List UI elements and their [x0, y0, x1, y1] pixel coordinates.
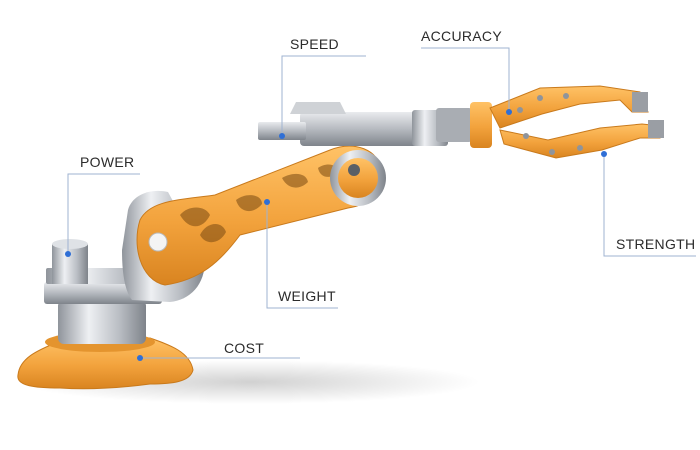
power-cylinder — [52, 244, 88, 284]
label-power: POWER — [80, 154, 135, 170]
lower-finger-tip — [648, 120, 664, 138]
gripper-lower-finger — [499, 123, 661, 159]
callout-dot-weight — [264, 199, 270, 205]
callout-line-power — [67, 173, 140, 254]
forearm-cap — [290, 102, 346, 114]
power-cylinder-top — [52, 239, 88, 249]
gripper-upper-finger — [489, 85, 649, 129]
callout-dot-speed — [279, 133, 285, 139]
label-strength: STRENGTH — [616, 236, 696, 252]
gripper-bolts — [517, 93, 583, 155]
forearm-tube — [300, 112, 440, 146]
base-column — [58, 300, 146, 344]
callout-dot-accuracy — [506, 109, 512, 115]
upper-finger-tip — [632, 92, 648, 112]
callout-line-accuracy — [421, 47, 510, 112]
callout-line-speed — [281, 55, 366, 136]
callout-lines — [67, 47, 696, 359]
label-cost: COST — [224, 340, 265, 356]
elbow-pin — [348, 164, 360, 176]
callout-dot-power — [65, 251, 71, 257]
shoulder-pin — [148, 232, 168, 252]
label-speed: SPEED — [290, 36, 339, 52]
callout-dots — [65, 109, 607, 361]
callout-line-weight — [266, 202, 338, 309]
elbow-hub — [338, 158, 378, 198]
label-weight: WEIGHT — [278, 288, 336, 304]
wrist-coupler — [436, 108, 472, 142]
label-accuracy: ACCURACY — [421, 28, 502, 44]
callout-dot-strength — [601, 151, 607, 157]
gripper-mount — [470, 102, 492, 148]
callout-line-strength — [603, 154, 696, 257]
callout-dot-cost — [137, 355, 143, 361]
